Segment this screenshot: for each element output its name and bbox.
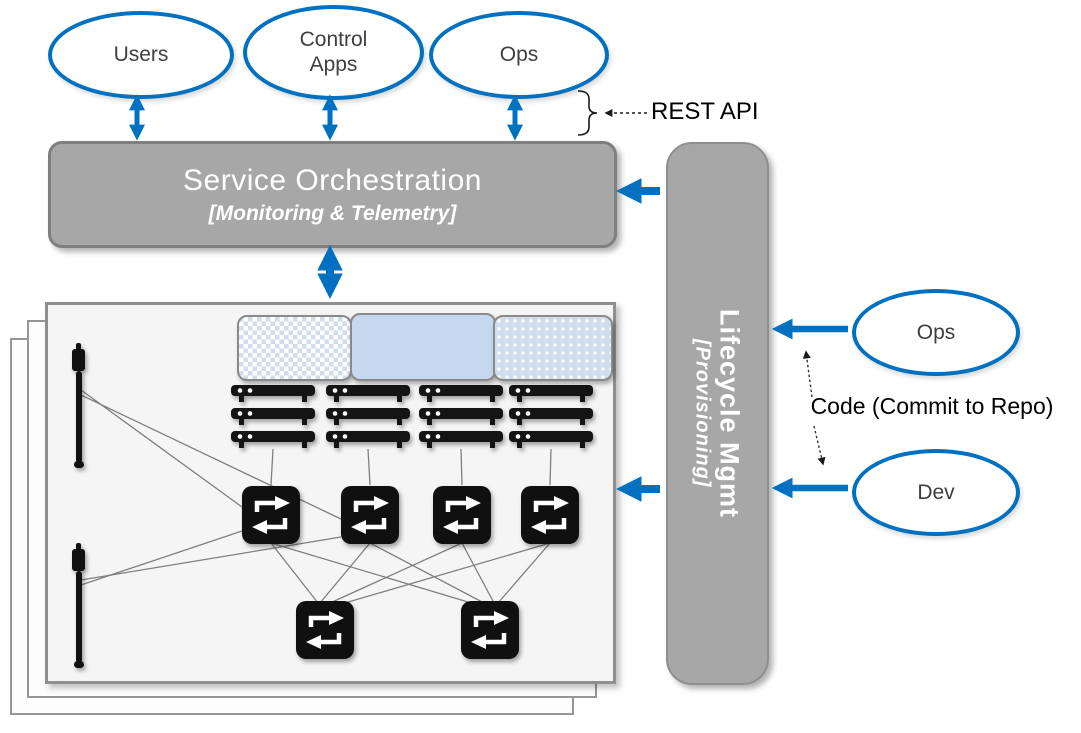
actor-orchestration-arrows [128, 94, 524, 141]
topology-links [80, 389, 552, 606]
service-orchestration-box: Service Orchestration [Monitoring & Tele… [48, 141, 617, 248]
ops-code-dotted-arrow [802, 350, 813, 398]
rack-stack-icon [509, 385, 593, 448]
app-block-1 [237, 315, 352, 381]
rest-api-bracket [577, 90, 598, 136]
actor-label: Dev [917, 480, 955, 504]
code-commit-label: Code (Commit to Repo) [810, 393, 1054, 419]
actor-control-apps: Control Apps [243, 5, 424, 100]
app-block-3 [493, 315, 613, 381]
actor-users: Users [48, 11, 234, 99]
switch-icon [521, 486, 579, 544]
actor-label: Ops [916, 320, 956, 344]
actor-label: Users [113, 43, 169, 66]
switch-icon [242, 486, 300, 544]
service-orchestration-title: Service Orchestration [183, 163, 482, 197]
antenna-icon [72, 543, 85, 668]
actor-ops-top: Ops [429, 11, 609, 99]
rack-stack-icon [419, 385, 503, 448]
switch-icon [433, 486, 491, 544]
lifecycle-mgmt-box: Lifecycle Mgmt [Provisioning] [666, 142, 769, 685]
actor-label: Control Apps [299, 28, 368, 76]
rest-api-label: REST API [651, 98, 759, 125]
actor-dev: Dev [852, 449, 1020, 536]
actor-label: Ops [499, 43, 539, 66]
rack-stack-icon [231, 385, 315, 448]
lifecycle-mgmt-text: Lifecycle Mgmt [Provisioning] [691, 309, 745, 518]
switch-icon [461, 601, 519, 659]
service-orchestration-subtitle: [Monitoring & Telemetry] [208, 201, 457, 225]
actor-ops-right: Ops [852, 289, 1020, 376]
network-topology [72, 343, 613, 668]
switch-icon [296, 601, 354, 659]
switch-icon [341, 486, 399, 544]
network-panel [45, 302, 616, 684]
app-block-2 [350, 313, 496, 381]
rack-stack-icon [326, 385, 410, 448]
lifecycle-mgmt-subtitle: [Provisioning] [691, 339, 714, 488]
lifecycle-mgmt-title: Lifecycle Mgmt [714, 308, 745, 519]
antenna-icon [72, 343, 85, 468]
dev-code-dotted-arrow [813, 425, 826, 466]
